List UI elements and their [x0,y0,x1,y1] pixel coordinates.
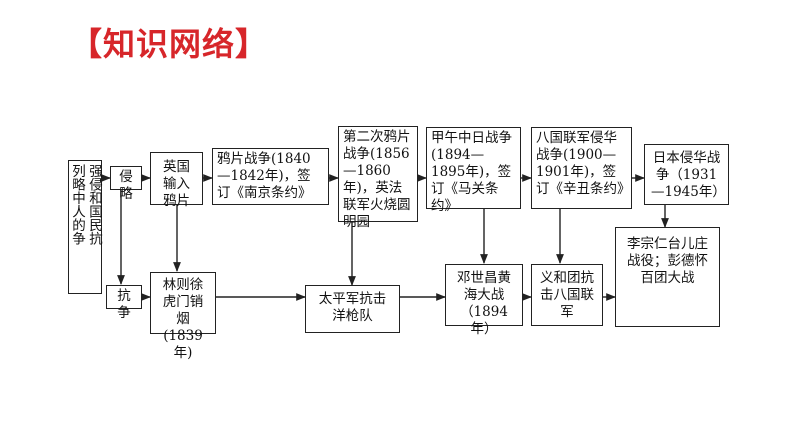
boxer-box: 义和团抗击八国联军 [531,264,603,326]
resistance-box: 抗争 [106,285,142,321]
page-title: 【知识网络】 [70,24,268,64]
deng-shichang-box: 邓世昌黄海大战（1894年） [445,264,523,337]
li-peng-box: 李宗仁台儿庄战役；彭德怀百团大战 [615,227,720,327]
theme-col-1: 强侵和国民抗 [86,164,102,245]
theme-box: 强侵和国民抗 列略中人的争 [68,160,102,294]
sino-japanese-war-box: 甲午中日战争(1894—1895年)，签订《马关条约》 [426,127,521,214]
title-text: 知识网络 [103,25,236,63]
eight-nation-box: 八国联军侵华战争(1900—1901年)，签订《辛丑条约》 [531,127,632,209]
title-open-bracket: 【 [70,25,104,63]
title-close-bracket: 】 [235,25,269,63]
opium-war-box: 鸦片战争(1840—1842年)，签订《南京条约》 [212,148,329,205]
aggression-box: 侵略 [110,166,142,202]
japan-invasion-box: 日本侵华战争（1931—1945年） [644,144,729,205]
lin-zexu-box: 林则徐虎门销烟(1839年) [150,272,216,361]
second-opium-war-box: 第二次鸦片战争(1856—1860年)，英法联军火烧圆明园 [338,126,418,230]
britain-opium-box: 英国输入鸦片 [150,152,203,209]
taiping-box: 太平军抗击洋枪队 [305,285,400,333]
theme-col-2: 列略中人的争 [69,164,85,245]
